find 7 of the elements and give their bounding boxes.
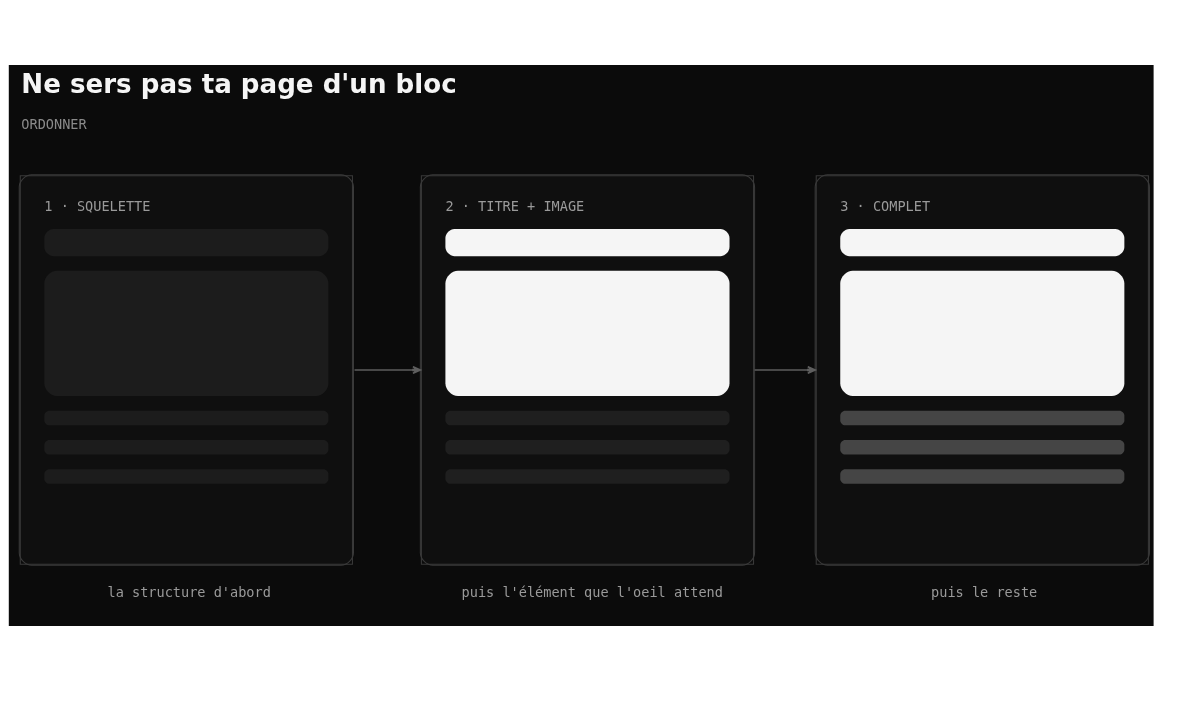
- arrow: [353, 365, 422, 374]
- node-label: puis l'élément que l'oeil attend: [461, 583, 723, 600]
- arrow: [753, 365, 816, 374]
- node-label: puis le reste: [931, 583, 1038, 600]
- label: ORDONNER: [21, 115, 87, 132]
- node-label: la structure d'abord: [107, 583, 271, 600]
- diagram-title: Ne sers pas ta page d'un bloc: [21, 68, 457, 99]
